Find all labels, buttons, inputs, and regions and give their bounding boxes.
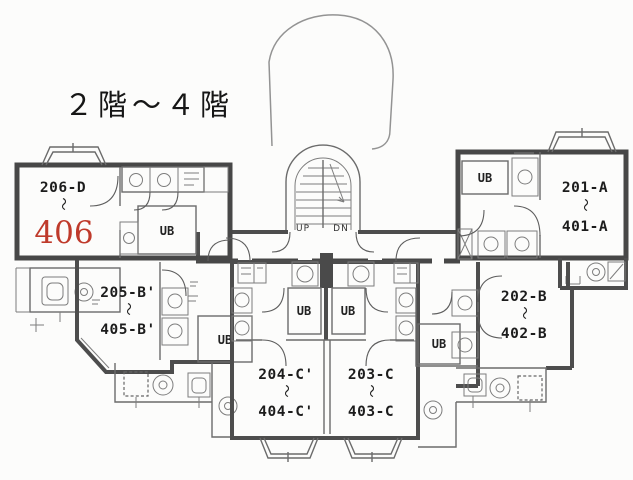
left-service-band: [114, 363, 246, 438]
ub-room-201: [461, 160, 509, 195]
unit-201-a-label: 201-A: [562, 180, 608, 196]
stair-up-label: UP: [296, 224, 310, 234]
illegible-marks: [92, 281, 198, 305]
range-mark: 〜: [55, 197, 70, 210]
stair-dn-label: DN: [333, 224, 349, 234]
range-mark: 〜: [120, 302, 135, 315]
unit-205-b-label: 205-B': [100, 285, 155, 301]
ub-label: UB: [478, 171, 492, 185]
unit-403-c-label: 403-C: [348, 404, 394, 420]
ub-room-202: [417, 323, 461, 365]
unit-202-b-block: UB 202-B 〜 402-B: [415, 262, 574, 388]
range-mark: 〜: [516, 306, 531, 319]
unit-204-c-label: 204-C': [258, 367, 313, 383]
floor-range-title: ２階〜４階: [64, 88, 235, 122]
unit-203-c-label: 203-C: [348, 367, 394, 383]
unit-206-d-label: 206-D: [40, 180, 86, 196]
ub-label: UB: [432, 337, 446, 351]
tower-outline: [268, 14, 394, 150]
ub-label: UB: [218, 333, 232, 347]
ub-label: UB: [341, 304, 355, 318]
unit-202-b-label: 202-B: [501, 289, 547, 305]
unit-401-a-label: 401-A: [562, 219, 608, 235]
unit-205-b-block: UB 205-B' 〜 405-B': [75, 260, 253, 374]
range-mark: 〜: [278, 384, 293, 397]
unit-405-b-label: 405-B': [100, 322, 155, 338]
unit-206-d-block: UB 206-D 〜 406: [14, 143, 233, 262]
range-mark: 〜: [363, 384, 378, 397]
ub-room-203: [331, 287, 366, 335]
range-mark: 〜: [577, 198, 592, 211]
right-service-band: [418, 367, 547, 448]
unit-406-highlight: 406: [34, 215, 93, 251]
center-block: UB UB 204-C' 〜 404-C' 203-C 〜 403-C: [225, 231, 421, 462]
ub-label: UB: [160, 224, 174, 238]
unit-404-c-label: 404-C': [258, 404, 313, 420]
staircase: UP DN: [285, 144, 361, 234]
ub-label: UB: [297, 304, 311, 318]
unit-402-b-label: 402-B: [501, 326, 547, 342]
ub-room-204: [287, 287, 322, 335]
unit-201-a-block: UB 201-A 〜 401-A: [455, 128, 629, 290]
